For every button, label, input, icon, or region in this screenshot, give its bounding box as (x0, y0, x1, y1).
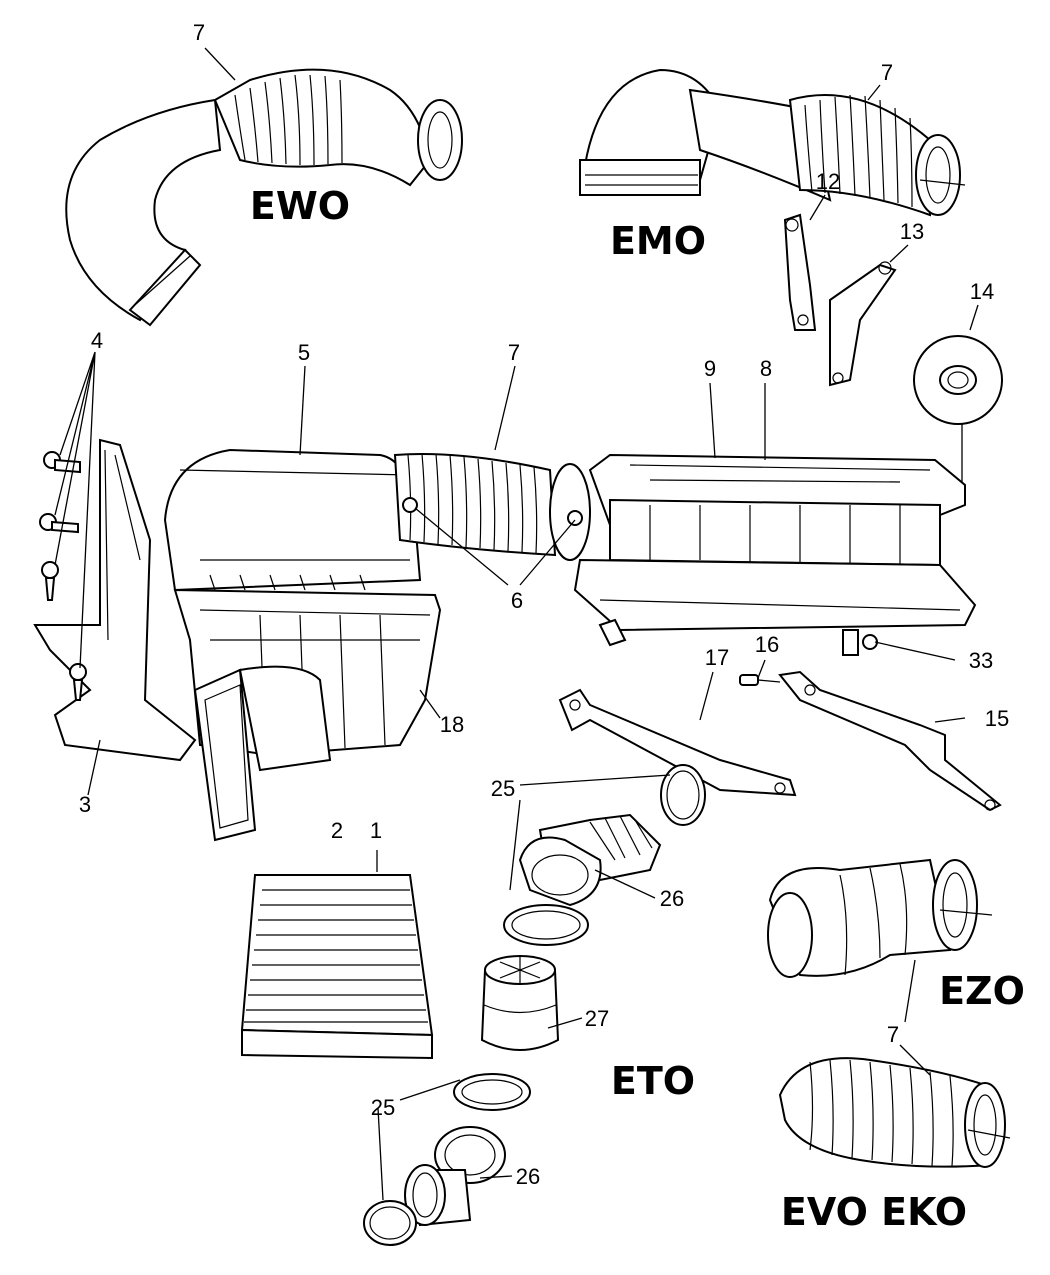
engine-code-eto: ETO (611, 1059, 695, 1103)
engine-code-evo-eko: EVO EKO (781, 1190, 967, 1234)
callout-9: 9 (704, 356, 716, 381)
emo-air-duct (579, 68, 966, 217)
callout-5: 5 (298, 340, 310, 365)
leader-lines (54, 47, 979, 1201)
eto-assembly (363, 764, 706, 1246)
air-cleaner-housing (33, 438, 442, 842)
callout-15: 15 (985, 706, 1009, 731)
engine-code-ewo: EWO (250, 184, 350, 228)
callout-labels: 7 7 12 13 14 4 5 7 9 8 6 33 16 17 15 18 … (79, 20, 1009, 1189)
callout-2: 2 (331, 818, 343, 843)
callout-12: 12 (816, 169, 840, 194)
clips-4 (39, 451, 87, 701)
callout-18: 18 (440, 712, 464, 737)
callout-3: 3 (79, 792, 91, 817)
filter-element-1 (240, 874, 434, 1060)
evo-eko-air-duct (778, 1057, 1011, 1168)
engine-code-labels: EWO EMO EZO ETO EVO EKO (250, 184, 1025, 1234)
callout-4: 4 (91, 328, 103, 353)
callout-7-ewo: 7 (193, 20, 205, 45)
callout-25-bottom: 25 (371, 1095, 395, 1120)
callout-25-top: 25 (491, 776, 515, 801)
callout-1: 1 (370, 818, 382, 843)
engine-code-ezo: EZO (939, 969, 1025, 1013)
resonator-8 (573, 453, 977, 656)
bracket-13 (829, 261, 897, 387)
callout-16: 16 (755, 632, 779, 657)
callout-6: 6 (511, 588, 523, 613)
bracket-15 (778, 670, 1002, 812)
ewo-air-duct (65, 68, 463, 327)
callout-7-ezo: 7 (887, 1022, 899, 1047)
engine-code-emo: EMO (610, 219, 706, 263)
callout-8: 8 (760, 356, 772, 381)
bracket-12 (783, 213, 817, 331)
ezo-air-duct (767, 858, 993, 978)
callout-14: 14 (970, 279, 994, 304)
grommet-14 (913, 335, 1003, 490)
callout-26-bottom: 26 (516, 1164, 540, 1189)
callout-17: 17 (705, 645, 729, 670)
bellows-duct-7 (393, 453, 591, 561)
callout-33: 33 (969, 648, 993, 673)
callout-7-main: 7 (508, 340, 520, 365)
callout-26-top: 26 (660, 886, 684, 911)
callout-7-emo: 7 (881, 60, 893, 85)
sensor-16 (739, 674, 781, 686)
callout-13: 13 (900, 219, 924, 244)
callout-27: 27 (585, 1006, 609, 1031)
bracket-17 (558, 688, 797, 797)
